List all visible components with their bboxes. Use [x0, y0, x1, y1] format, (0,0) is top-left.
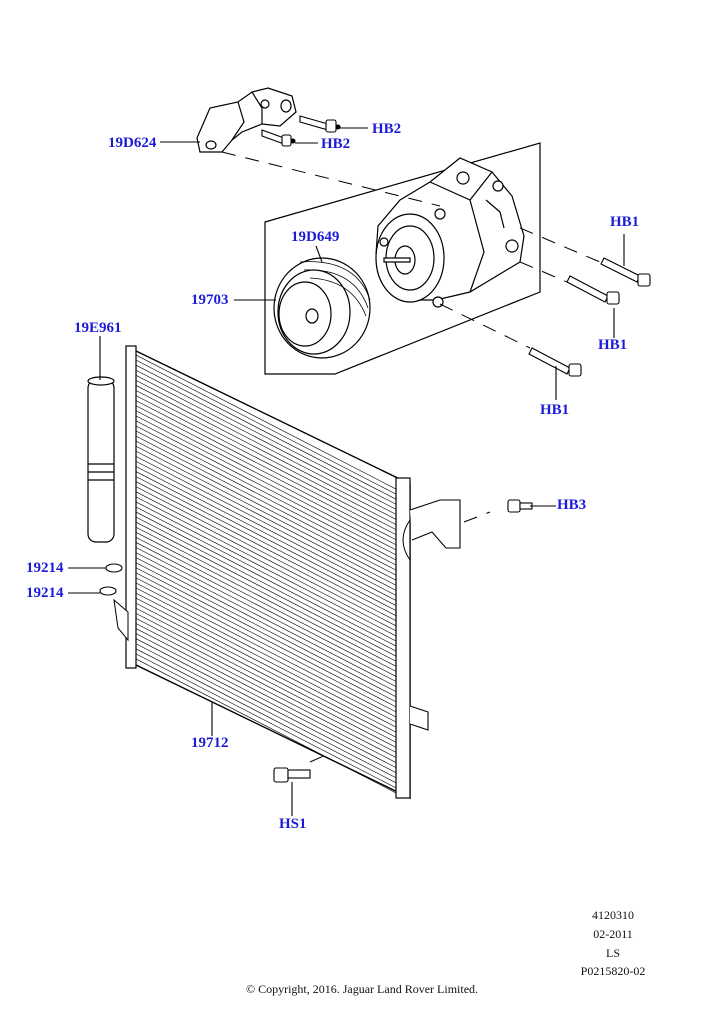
o-rings [99, 563, 123, 596]
callout-19d624[interactable]: 19D624 [108, 135, 157, 151]
callout-hb1-middle[interactable]: HB1 [598, 337, 628, 353]
callout-19214-lower[interactable]: 19214 [26, 585, 64, 601]
callout-19712[interactable]: 19712 [191, 735, 229, 751]
leader-lines [68, 127, 625, 816]
callout-hb2-lower[interactable]: HB2 [321, 136, 351, 152]
copyright-notice: © Copyright, 2016. Jaguar Land Rover Lim… [245, 982, 479, 996]
illustration-code: 4120310 [592, 908, 634, 922]
callout-19214-upper[interactable]: 19214 [26, 560, 64, 576]
compressor-bolts [528, 257, 651, 377]
bracket-bolts [261, 115, 341, 147]
callout-hb1-top[interactable]: HB1 [610, 214, 640, 230]
compressor-pulley [273, 257, 371, 359]
compressor-group-frame [264, 142, 541, 375]
part-reference: P0215820-02 [580, 964, 646, 978]
callout-19d649[interactable]: 19D649 [291, 229, 340, 245]
callout-hb1-bottom[interactable]: HB1 [540, 402, 570, 418]
callout-hs1[interactable]: HS1 [279, 816, 307, 832]
ac-condenser [113, 345, 461, 800]
illustration-date: 02-2011 [593, 927, 633, 941]
receiver-drier [87, 376, 115, 543]
model-code: LS [605, 946, 620, 960]
callout-hb2-upper[interactable]: HB2 [372, 121, 402, 137]
callout-19e961[interactable]: 19E961 [74, 320, 122, 336]
callout-19703[interactable]: 19703 [191, 292, 229, 308]
ac-compressor [375, 157, 525, 308]
condenser-fasteners [273, 499, 533, 783]
callout-hb3[interactable]: HB3 [557, 497, 587, 513]
compressor-bracket [196, 87, 297, 153]
